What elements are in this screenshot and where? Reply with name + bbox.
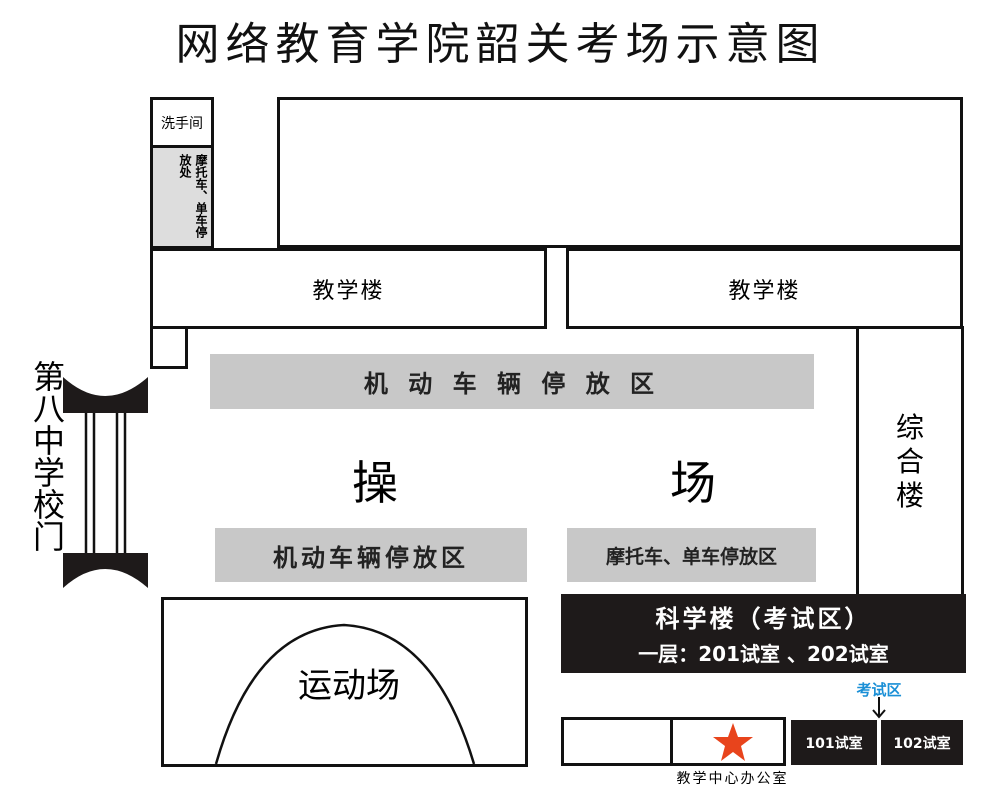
office-label: 教学中心办公室 bbox=[676, 771, 789, 787]
map-title: 网络教育学院韶关考场示意图 bbox=[175, 19, 826, 70]
gate-icon bbox=[63, 377, 148, 588]
exam-area-label: 考试区 bbox=[856, 681, 902, 699]
teaching-center-office bbox=[670, 717, 786, 766]
teaching-building-left: 教学楼 bbox=[150, 248, 547, 329]
vehicle-parking-bottom: 机动车辆停放区 bbox=[215, 528, 527, 582]
office-room-left bbox=[561, 717, 673, 766]
moto-parking-small: 摩托车、单车停放处 bbox=[150, 145, 214, 249]
washroom: 洗手间 bbox=[150, 97, 214, 148]
large-building bbox=[277, 97, 963, 248]
room-101: 101试室 bbox=[791, 720, 877, 765]
moto-parking-bottom: 摩托车、单车停放区 bbox=[567, 528, 816, 582]
star-icon bbox=[713, 722, 753, 761]
sports-field: 运动场 bbox=[161, 597, 528, 767]
playground-label-right: 场 bbox=[670, 456, 716, 510]
science-building: 科学楼（考试区） 一层：201试室 、202试室 bbox=[561, 594, 966, 673]
teaching-building-right: 教学楼 bbox=[566, 248, 963, 329]
track-arc bbox=[214, 623, 476, 764]
arrow-down-icon bbox=[872, 697, 886, 719]
vehicle-parking-top: 机 动 车 辆 停 放 区 bbox=[210, 354, 814, 409]
small-building bbox=[150, 326, 188, 369]
playground-label-left: 操 bbox=[352, 456, 398, 510]
gate-label: 第八中学校门 bbox=[28, 360, 66, 552]
complex-building: 综合楼 bbox=[856, 326, 964, 598]
room-102: 102试室 bbox=[881, 720, 963, 765]
